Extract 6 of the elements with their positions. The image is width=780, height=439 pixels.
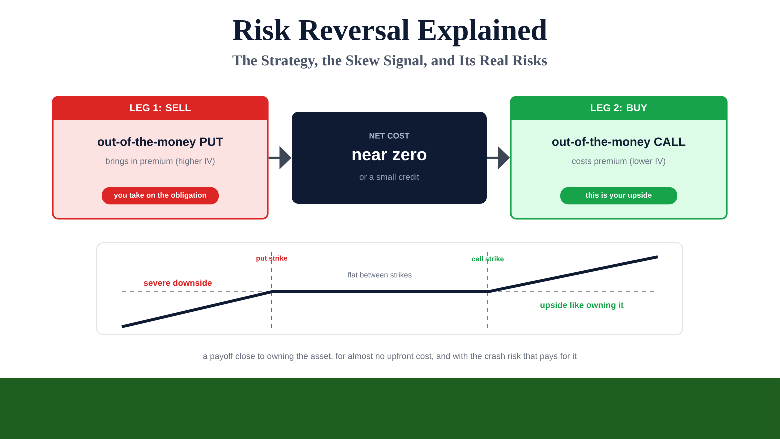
subtitle: The Strategy, the Skew Signal, and Its Real Risks (232, 55, 548, 69)
chart-label: severe downside (144, 280, 212, 286)
chart-label: upside like owning it (540, 302, 624, 310)
title: Risk Reversal Explained (233, 19, 548, 47)
caption: a payoff close to owning the asset, for almost no upfront cost, and with the crash risk that pays for it (203, 353, 577, 361)
cost-box: NET COST near zero or a small credit (292, 112, 487, 204)
